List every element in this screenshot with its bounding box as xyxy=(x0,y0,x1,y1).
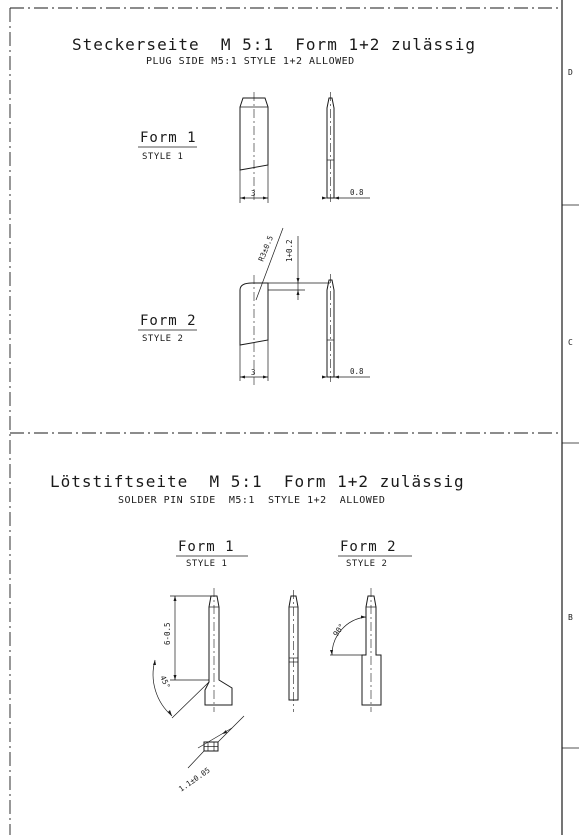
plug-form1-label: Form 1 xyxy=(140,130,197,146)
solder-form1-pin-front xyxy=(152,588,233,719)
zone-label-b: B xyxy=(568,613,573,622)
solder-form1-length-dim: 6-0.5 xyxy=(163,622,172,645)
plug-form1-pin-side xyxy=(322,92,370,202)
plug-form1-pin-front xyxy=(239,92,269,203)
solder-form1-label: Form 1 xyxy=(178,539,235,555)
plug-side-subtitle: PLUG SIDE M5:1 STYLE 1+2 ALLOWED xyxy=(146,56,355,67)
solder-form1-angle-dim: 45° xyxy=(158,674,172,690)
plug-form2-offset-dim-lines xyxy=(296,236,300,300)
plug-form2-offset-dim: 1+0.2 xyxy=(285,239,294,262)
solder-side-title: Lötstiftseite M 5:1 Form 1+2 zulässig xyxy=(50,472,465,491)
solder-side-subtitle: SOLDER PIN SIDE M5:1 STYLE 1+2 ALLOWED xyxy=(118,495,385,506)
solder-form2-angle-dim: 90° xyxy=(331,622,346,638)
plug-form2-thickness-dim: 0.8 xyxy=(350,367,364,376)
zone-label-d: D xyxy=(568,68,573,77)
plug-form2-label: Form 2 xyxy=(140,313,197,329)
plug-form2-pin-side xyxy=(322,274,370,382)
plug-form2-pin-front xyxy=(239,227,330,385)
solder-form1-style: STYLE 1 xyxy=(186,559,227,569)
solder-middle-pin-side xyxy=(288,590,299,712)
zone-label-c: C xyxy=(568,338,573,347)
solder-detail-thickness-dim: 1.1±0.05 xyxy=(177,766,212,794)
solder-form2-label: Form 2 xyxy=(340,539,397,555)
plug-side-title: Steckerseite M 5:1 Form 1+2 zulässig xyxy=(72,35,476,54)
plug-form1-thickness-dim: 0.8 xyxy=(350,188,364,197)
plug-form2-radius-dim: R3±0.5 xyxy=(257,234,275,262)
plug-form1-style: STYLE 1 xyxy=(142,152,183,162)
solder-form2-pin-front xyxy=(330,588,382,712)
solder-detail-section xyxy=(187,715,245,769)
sheet-frame xyxy=(9,0,579,835)
solder-form2-style: STYLE 2 xyxy=(346,559,387,569)
plug-form2-width-dim: 3 xyxy=(251,368,256,377)
plug-form1-width-dim: 3 xyxy=(251,189,256,198)
plug-form2-style: STYLE 2 xyxy=(142,334,183,344)
